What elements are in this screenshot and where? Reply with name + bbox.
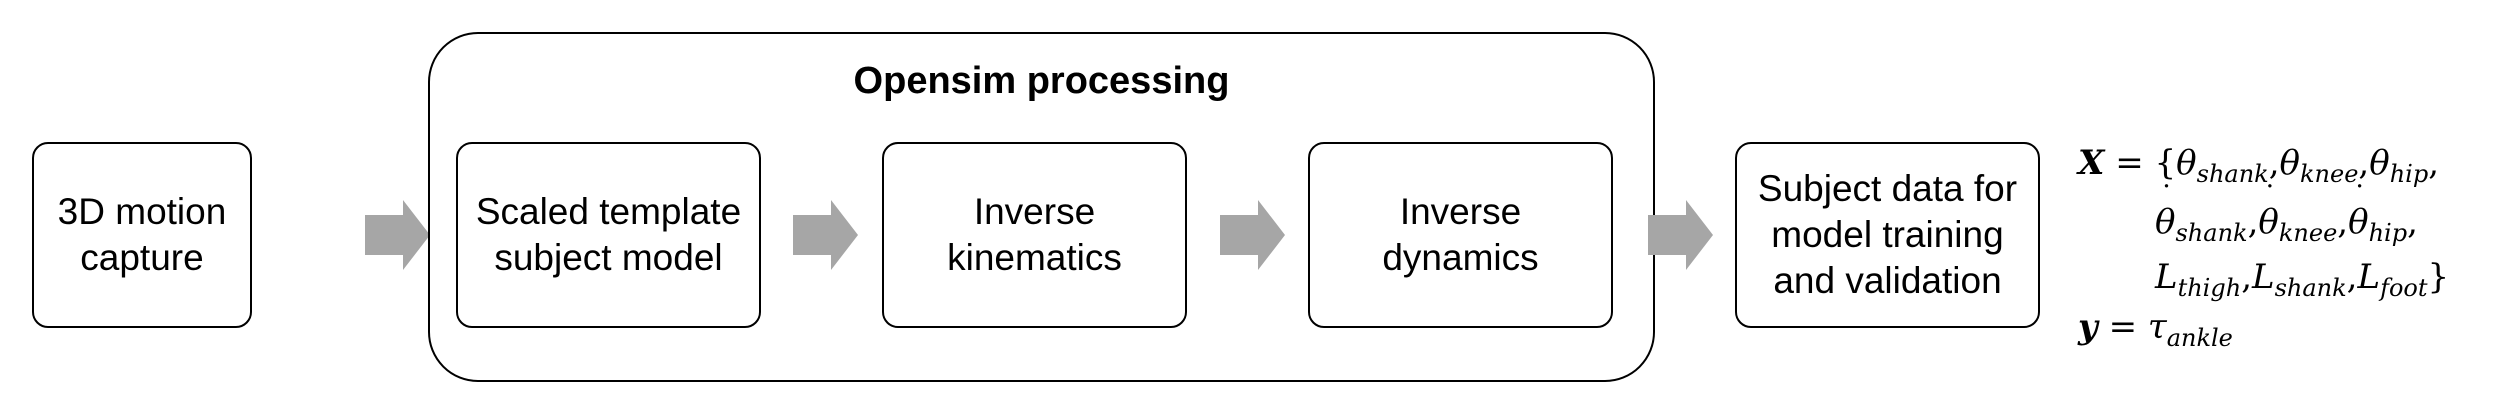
subject-data-box: Subject data for model training and vali… [1735, 142, 2040, 328]
inverse-dynamics-box: Inverse dynamics [1308, 142, 1613, 328]
inverse-kinematics-label: Inverse kinematics [947, 190, 1122, 278]
formula-y-line: y = τankle [2078, 307, 2233, 352]
arrow-right-icon [365, 200, 430, 270]
formula-x-line1: X = {θshank,θknee,θhip, [2078, 143, 2440, 188]
motion-capture-box: 3D motion capture [32, 142, 252, 328]
scaled-model-box: Scaled template subject model [456, 142, 761, 328]
inverse-dynamics-label: Inverse dynamics [1382, 190, 1539, 278]
arrow-right-icon [1648, 200, 1713, 270]
arrow-right-icon [793, 200, 858, 270]
motion-capture-label: 3D motion capture [57, 190, 227, 278]
inverse-kinematics-box: Inverse kinematics [882, 142, 1187, 328]
subject-data-label: Subject data for model training and vali… [1757, 167, 2018, 302]
formula-x-line3: Lthigh,Lshank,Lfoot} [2155, 257, 2450, 302]
scaled-model-label: Scaled template subject model [475, 190, 742, 278]
arrow-right-icon [1220, 200, 1285, 270]
formula-x-line2: θshank,θknee,θhip, [2155, 183, 2418, 245]
opensim-processing-group: Opensim processing [428, 32, 1655, 382]
group-title: Opensim processing [853, 60, 1230, 102]
